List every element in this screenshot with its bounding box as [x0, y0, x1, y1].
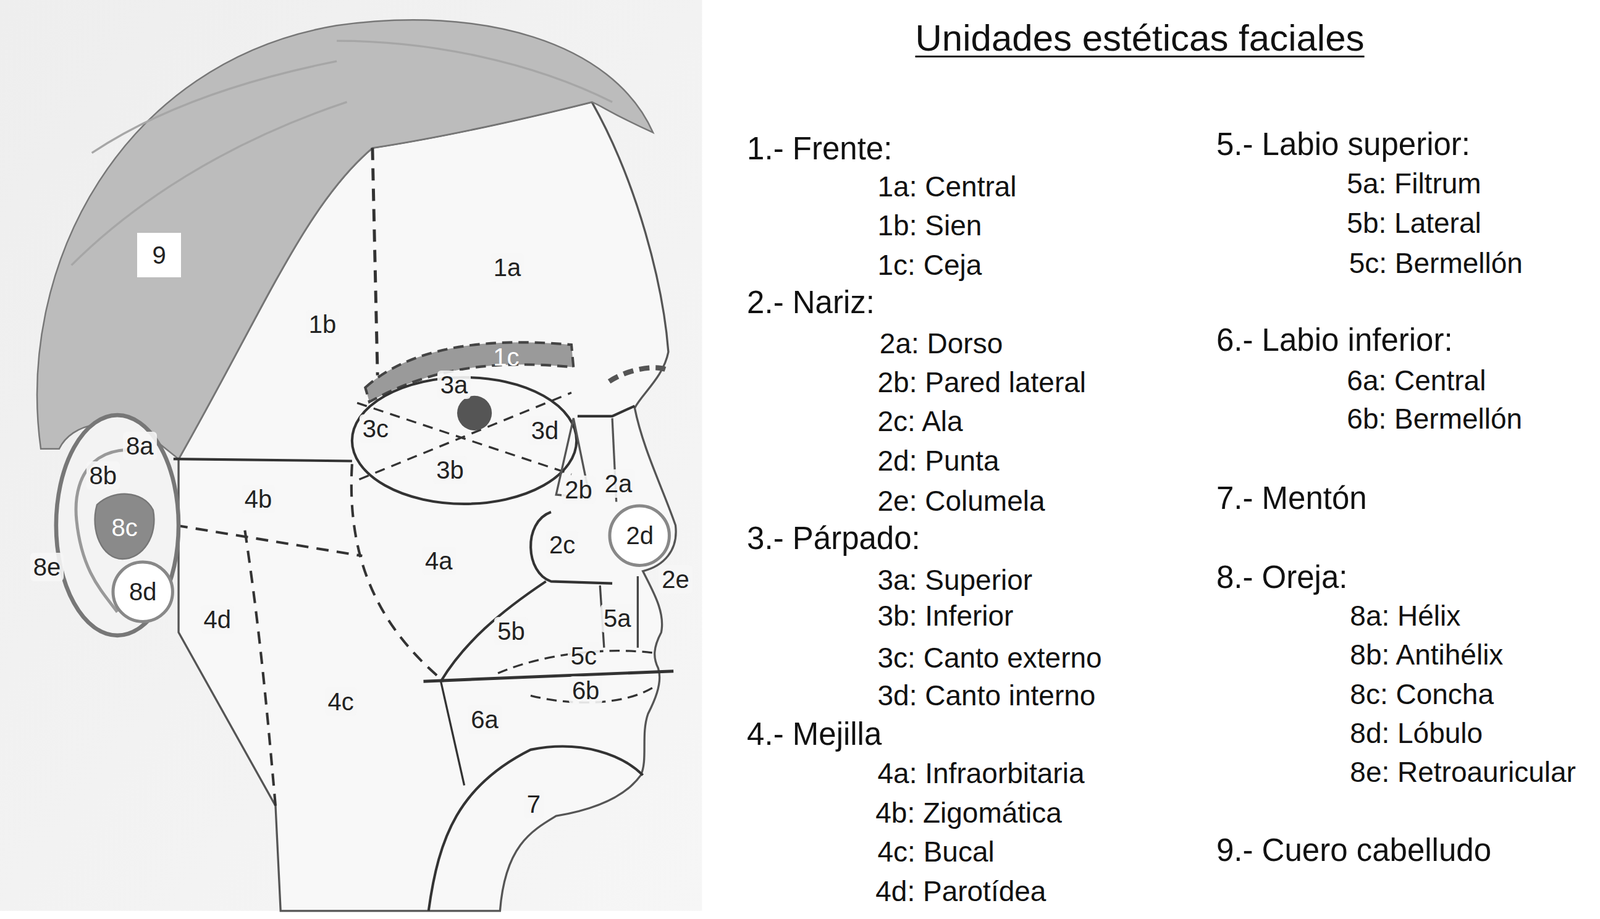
- legend-item: 1c: Ceja: [877, 248, 983, 282]
- legend-item: 8b: Antihélix: [1349, 638, 1504, 672]
- region-circle: 2d: [607, 504, 671, 568]
- legend-item: 4d: Parotídea: [875, 875, 1046, 909]
- region-label: 8c: [108, 513, 141, 542]
- hair-strands: [71, 40, 613, 266]
- mouth-line: [423, 671, 674, 683]
- legend-item: 8c: Concha: [1349, 678, 1494, 712]
- legend-item: 3d: Canto interno: [877, 679, 1096, 713]
- photo-ground: [0, 0, 702, 912]
- boundary: [577, 405, 636, 417]
- legend-item: 2a: Dorso: [879, 327, 1003, 361]
- region-number-box: 9: [137, 232, 182, 278]
- legend-item: 2d: Punta: [877, 444, 1000, 478]
- dashed-boundary: [244, 530, 276, 807]
- region-label: 5a: [600, 604, 635, 633]
- region-label: 3b: [433, 455, 468, 485]
- region-label: 6b: [568, 676, 603, 705]
- legend-item: 8a: Hélix: [1349, 599, 1461, 633]
- legend-heading: 7.- Mentón: [1216, 480, 1368, 518]
- boundary: [441, 681, 465, 786]
- node-shape: [137, 232, 182, 278]
- eyebrow: [609, 367, 666, 382]
- legend-heading: 5.- Labio superior:: [1216, 126, 1471, 164]
- legend-item: 2c: Ala: [877, 405, 964, 438]
- region-label: 8d: [129, 579, 157, 605]
- ear: [56, 415, 179, 636]
- region-label: 4a: [421, 546, 456, 576]
- legend-item: 2b: Pared lateral: [877, 366, 1087, 400]
- legend-item: 4b: Zigomática: [875, 796, 1062, 830]
- concha: [95, 494, 155, 560]
- legend-heading: 6.- Labio inferior:: [1216, 322, 1453, 359]
- region-label: 2e: [658, 565, 693, 594]
- region-label: 5b: [494, 617, 529, 646]
- legend-item: 5a: Filtrum: [1346, 167, 1481, 201]
- eye: [457, 395, 492, 431]
- region-label: 1b: [305, 310, 340, 339]
- region-label: 2b: [561, 475, 596, 505]
- dashed-boundary: [175, 525, 363, 557]
- dashed-boundary: [372, 147, 378, 375]
- region-circle: 8d: [111, 560, 175, 624]
- region-label: 5c: [567, 641, 600, 671]
- nasal-ala: [530, 512, 613, 584]
- region-label: 6a: [467, 705, 502, 734]
- legend-item: 3c: Canto externo: [877, 641, 1103, 675]
- legend-item: 3a: Superior: [877, 564, 1033, 597]
- region-label: 2a: [601, 469, 636, 498]
- legend-item: 1a: Central: [877, 170, 1017, 204]
- region-label: 9: [152, 242, 167, 268]
- legend-item: 2e: Columela: [877, 484, 1046, 518]
- legend-heading: 1.- Frente:: [746, 130, 893, 168]
- hair: [37, 19, 653, 459]
- region-label: 3c: [359, 414, 392, 443]
- region-label: 3a: [437, 370, 472, 400]
- legend-heading: 3.- Párpado:: [746, 520, 921, 558]
- legend-item: 6b: Bermellón: [1346, 402, 1523, 436]
- region-label: 1a: [490, 253, 525, 282]
- legend-item: 6a: Central: [1346, 364, 1486, 398]
- region-label: 3d: [528, 416, 563, 445]
- philtrum: [599, 576, 638, 649]
- legend-heading: 9.- Cuero cabelludo: [1216, 832, 1492, 870]
- region-label: 2d: [625, 523, 654, 548]
- legend-item: 3b: Inferior: [877, 599, 1014, 633]
- legend-item: 4c: Bucal: [877, 835, 995, 869]
- legend-item: 4a: Infraorbitaria: [877, 757, 1085, 791]
- region-label: 4d: [200, 605, 235, 634]
- region-label: 8a: [122, 431, 157, 461]
- region-label: 2c: [546, 530, 579, 560]
- region-label: 8e: [30, 552, 65, 582]
- legend-item: 8e: Retroauricular: [1349, 756, 1576, 789]
- region-label: 8b: [86, 461, 121, 490]
- legend-item: 5b: Lateral: [1346, 206, 1481, 240]
- region-label: 7: [523, 790, 544, 819]
- legend-heading: 4.- Mejilla: [746, 716, 882, 754]
- title: Unidades estéticas faciales: [915, 16, 1365, 60]
- node-shape: [609, 505, 670, 566]
- nasolabial-line: [441, 581, 547, 682]
- eyebrow: [365, 342, 574, 402]
- legend-item: 8d: Lóbulo: [1349, 717, 1483, 750]
- legend-item: 5c: Bermellón: [1349, 247, 1523, 280]
- region-label: 4b: [241, 484, 276, 514]
- legend-heading: 8.- Oreja:: [1216, 559, 1348, 597]
- region-label: 4c: [324, 687, 358, 716]
- chin-boundary: [428, 746, 644, 912]
- region-label: 1c: [489, 342, 523, 372]
- node-shape: [113, 562, 173, 622]
- legend-item: 1b: Sien: [877, 209, 983, 243]
- boundary: [173, 458, 353, 461]
- legend-heading: 2.- Nariz:: [746, 284, 875, 322]
